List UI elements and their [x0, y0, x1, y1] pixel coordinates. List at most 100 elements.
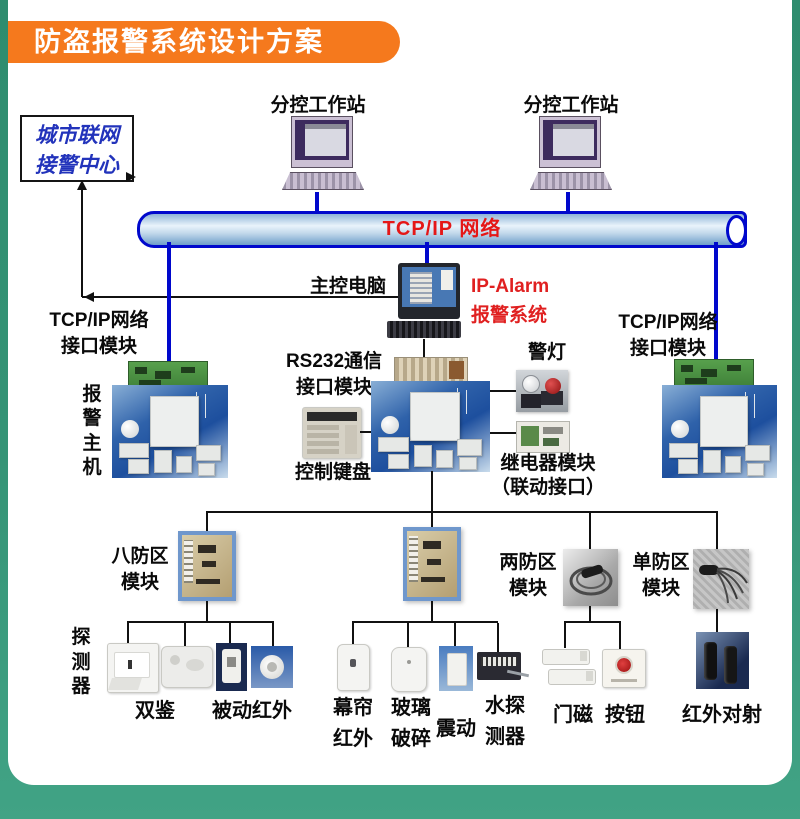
connector-bus-zone8-center: [431, 513, 433, 529]
panic-button-label: 按钮: [605, 704, 645, 726]
connector-zone2-bus3: [589, 606, 591, 622]
connector-ws-right: [566, 192, 570, 213]
zone2-module-label: 两防区 模块: [499, 552, 557, 599]
workstation-right-image: [530, 116, 612, 192]
drop-d8: [497, 623, 499, 653]
connector-city-vertical: [81, 186, 83, 297]
connector-zone1-beam: [716, 609, 718, 634]
connector-bus-zone2: [589, 513, 591, 550]
connector-host-bus: [431, 471, 433, 513]
bus-line: [206, 511, 718, 513]
connector-bus-zone1: [716, 513, 718, 550]
monitor-icon: [539, 116, 601, 168]
bus3-line: [564, 621, 621, 623]
city-center-box: 城市联网 接警中心: [20, 115, 134, 182]
monitor-icon: [291, 116, 353, 168]
connector-keypad-host: [360, 431, 371, 433]
drop-d6: [407, 623, 409, 648]
alarm-host-label: 报 警 主 机: [82, 384, 102, 478]
passive-infrared-label: 被动红外: [212, 700, 292, 722]
network-pipe-label: TCP/IP 网络: [382, 218, 502, 240]
pir-detector-image: [216, 643, 247, 691]
zone1-module-image: [693, 549, 749, 609]
workstation-left-image: [282, 116, 364, 192]
page-title: 防盗报警系统设计方案: [34, 27, 324, 57]
tcpip-network-pipe: TCP/IP 网络: [137, 211, 747, 248]
connector-host-relay: [490, 432, 516, 434]
connector-pipe-main-computer: [425, 242, 429, 267]
connector-pipe-left-module: [167, 242, 171, 363]
infrared-beam-label: 红外对射: [682, 704, 762, 726]
connector-pipe-right-module: [714, 242, 718, 361]
alarm-light-image: [516, 370, 568, 412]
connector-zone8-center-bus2: [431, 601, 433, 622]
water-detector-image: [477, 652, 530, 687]
connector-ws-left: [315, 192, 319, 213]
zone8-module-left-image: [178, 531, 236, 601]
connector-zone8-left-bus1: [206, 601, 208, 622]
glass-break-label: 玻璃 破碎: [391, 697, 431, 750]
zone1-module-label: 单防区 模块: [632, 552, 690, 599]
tcpip-module-right-image: [674, 359, 754, 390]
tcpip-module-left-label: TCP/IP网络 接口模块: [49, 310, 149, 357]
curtain-pir-image: [337, 644, 370, 691]
main-computer-label: 主控电脑: [309, 276, 386, 297]
door-magnet-image: [542, 647, 596, 690]
panic-button-image: [602, 649, 646, 688]
arrow-left-icon: [84, 292, 94, 302]
arrow-right-icon: [126, 172, 136, 182]
cable-coil-icon: [569, 564, 613, 596]
keyboard-icon: [282, 172, 364, 190]
zone8-module-center-image: [403, 527, 461, 601]
connector-city-horizontal: [82, 296, 398, 298]
connector-computer-rs232: [423, 339, 425, 358]
zone8-module-label: 八防区 模块: [111, 546, 169, 593]
main-computer-keyboard-image: [387, 321, 461, 338]
dual-tech-label: 双鉴: [135, 700, 175, 722]
connector-host-light: [490, 390, 516, 392]
relay-module-image: [516, 421, 570, 453]
drop-d4: [272, 623, 274, 647]
workstation-left-label: 分控工作站: [270, 95, 366, 116]
connector-bus-zone8-left: [206, 513, 208, 532]
control-keypad-image: [302, 407, 362, 459]
alarm-host-center-image: [371, 381, 490, 472]
door-magnet-label: 门磁: [553, 704, 593, 726]
control-keypad-label: 控制键盘: [294, 462, 371, 483]
curtain-infrared-label: 幕帘 红外: [333, 697, 373, 750]
ceiling-detector-image: [161, 646, 213, 688]
glass-break-image: [391, 647, 427, 692]
main-computer-image: [398, 263, 460, 319]
drop-d3: [229, 623, 231, 644]
ip-alarm-label: IP-Alarm 报警系统: [471, 276, 550, 327]
drop-d7: [454, 623, 456, 647]
tcpip-module-right-label: TCP/IP网络 接口模块: [618, 312, 718, 359]
rs232-module-image: [394, 357, 468, 384]
zone2-module-image: [563, 549, 618, 606]
detector-group-label: 探 测 器: [71, 627, 91, 698]
dual-tech-detector-image: [107, 643, 159, 693]
drop-d1: [127, 623, 129, 644]
drop-d5: [352, 623, 354, 645]
bus2-line: [352, 621, 498, 623]
alarm-host-left-image: [112, 385, 228, 478]
relay-module-label: 继电器模块 （联动接口）: [490, 453, 605, 499]
alarm-host-right-image: [662, 385, 777, 478]
alarm-light-label: 警灯: [527, 342, 566, 363]
vibration-label: 震动: [436, 718, 476, 740]
pipe-cap-icon: [726, 215, 747, 246]
drop-d2: [184, 623, 186, 647]
workstation-right-label: 分控工作站: [523, 95, 619, 116]
drop-d10: [619, 623, 621, 650]
drop-d9: [564, 623, 566, 648]
dome-detector-image: [251, 646, 293, 688]
vibration-detector-image: [439, 646, 473, 691]
arrow-up-icon: [77, 180, 87, 190]
cable-wires-icon: [699, 565, 748, 604]
bus1-line: [127, 621, 274, 623]
keyboard-icon: [530, 172, 612, 190]
rs232-module-label: RS232通信 接口模块: [285, 351, 383, 398]
infrared-beam-image: [696, 632, 749, 689]
title-banner: 防盗报警系统设计方案: [8, 21, 400, 63]
